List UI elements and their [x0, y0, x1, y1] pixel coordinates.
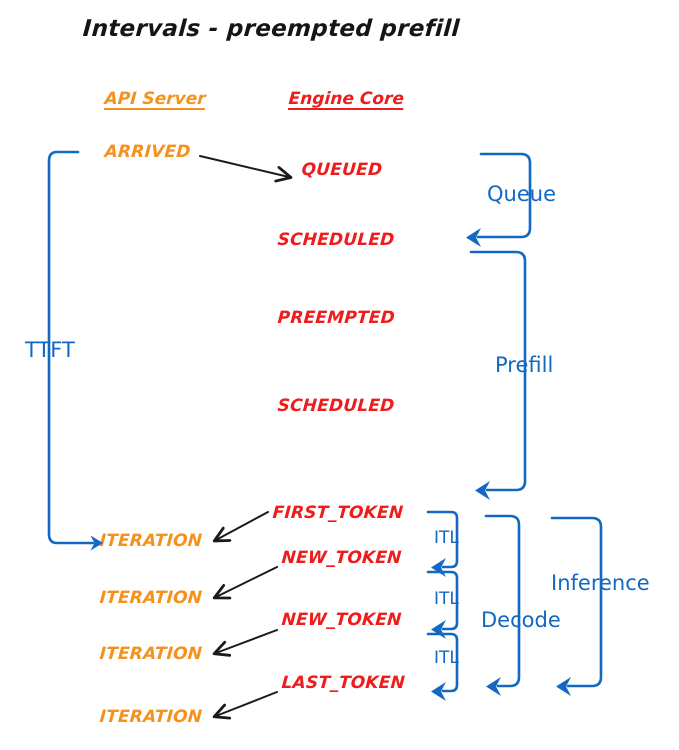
bracket-itl-2-arrowhead: [431, 620, 446, 639]
interval-label-itl-3: ITL: [434, 648, 459, 668]
interval-label-inference: Inference: [551, 571, 650, 595]
engine-event-first-token: FIRST_TOKEN: [271, 503, 404, 523]
bracket-itl-3-arrowhead: [431, 682, 446, 701]
api-event-arrived: ARRIVED: [103, 142, 192, 162]
bracket-decode: [484, 514, 521, 688]
bracket-inference-arrowhead: [556, 677, 571, 696]
arrow-arrived-to-queued: [199, 155, 293, 183]
engine-event-queued: QUEUED: [300, 160, 383, 180]
engine-event-new-token-1: NEW_TOKEN: [280, 548, 403, 568]
interval-label-itl-1: ITL: [434, 528, 459, 548]
interval-label-queue: Queue: [487, 182, 556, 206]
engine-event-last-token: LAST_TOKEN: [280, 673, 406, 693]
interval-label-ttft: TTFT: [25, 338, 75, 362]
column-header-api-server: API Server: [103, 89, 207, 109]
bracket-itl-1-arrowhead: [431, 558, 446, 577]
api-event-iteration-1: ITERATION: [98, 531, 203, 551]
arrow-first-token-to-iteration: [212, 511, 269, 543]
bracket-decode-arrowhead: [486, 677, 501, 696]
api-event-iteration-4: ITERATION: [98, 707, 203, 727]
arrow-new-token-2-to-iteration: [212, 629, 278, 657]
interval-label-decode: Decode: [481, 608, 561, 632]
column-header-engine-core: Engine Core: [287, 89, 405, 109]
bracket-queue-arrowhead: [466, 228, 481, 247]
engine-event-new-token-2: NEW_TOKEN: [280, 610, 403, 630]
arrow-last-token-to-iteration: [212, 691, 278, 720]
bracket-prefill-arrowhead: [475, 481, 490, 500]
engine-event-scheduled-2: SCHEDULED: [276, 396, 396, 416]
api-event-iteration-3: ITERATION: [98, 644, 203, 664]
interval-label-prefill: Prefill: [495, 353, 554, 377]
api-event-iteration-2: ITERATION: [98, 588, 203, 608]
bracket-inference: [550, 516, 603, 688]
engine-event-preempted: PREEMPTED: [276, 308, 396, 328]
arrow-new-token-1-to-iteration: [212, 566, 278, 600]
page-title: Intervals - preempted prefill: [81, 16, 461, 42]
engine-event-scheduled-1: SCHEDULED: [276, 230, 396, 250]
interval-label-itl-2: ITL: [434, 589, 459, 609]
